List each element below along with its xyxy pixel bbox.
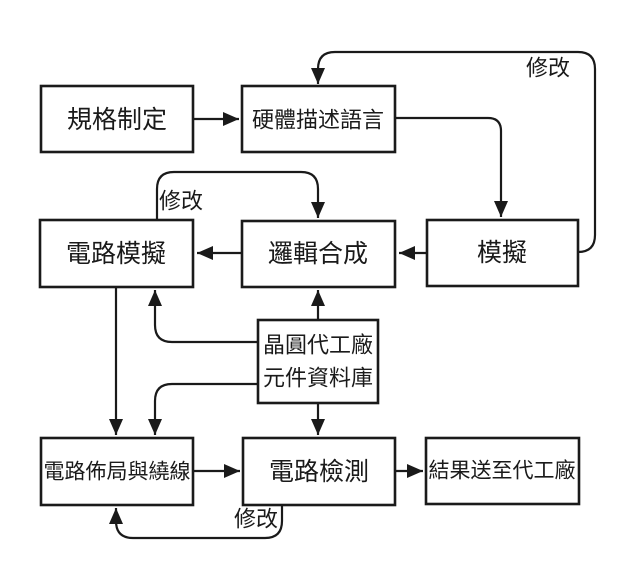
node-circuit-sim: 電路模擬 bbox=[38, 218, 195, 289]
node-result-box bbox=[424, 436, 581, 506]
node-logic-synth-label: 邏輯合成 bbox=[268, 240, 368, 268]
node-layout: 電路佈局與繞線 bbox=[39, 436, 195, 507]
node-hdl-label: 硬體描述語言 bbox=[252, 108, 384, 133]
node-check: 電路檢測 bbox=[241, 436, 397, 507]
edge-circuit-sim-modify-logic-synth bbox=[155, 170, 325, 219]
node-foundry-db: 晶圓代工廠 元件資料庫 bbox=[256, 318, 380, 405]
node-logic-synth: 邏輯合成 bbox=[240, 219, 397, 289]
node-layout-box bbox=[39, 436, 195, 507]
node-check-label: 電路檢測 bbox=[269, 458, 369, 486]
node-result: 結果送至代工廠 bbox=[424, 436, 581, 506]
node-logic-synth-box bbox=[240, 219, 397, 289]
node-layout-label: 電路佈局與繞線 bbox=[44, 461, 191, 484]
node-circuit-sim-label: 電路模擬 bbox=[66, 240, 166, 268]
node-spec: 規格制定 bbox=[39, 84, 195, 154]
node-spec-box bbox=[39, 84, 195, 154]
edge-sim-modify-hdl bbox=[311, 50, 597, 254]
node-hdl-box bbox=[240, 84, 397, 154]
node-spec-label: 規格制定 bbox=[67, 106, 167, 134]
edges bbox=[109, 50, 597, 540]
node-check-box bbox=[241, 436, 397, 507]
node-sim-box bbox=[425, 218, 580, 288]
edge-foundry-db-to-layout bbox=[148, 382, 258, 435]
edge-label-modify-top: 修改 bbox=[526, 56, 570, 81]
node-foundry-db-box bbox=[256, 318, 380, 405]
node-sim: 模擬 bbox=[425, 218, 580, 288]
edge-hdl-to-sim bbox=[395, 116, 508, 217]
node-circuit-sim-box bbox=[38, 218, 195, 289]
edge-label-modify-bottom: 修改 bbox=[234, 507, 278, 532]
node-sim-label: 模擬 bbox=[477, 239, 527, 267]
node-hdl: 硬體描述語言 bbox=[240, 84, 397, 154]
edge-check-modify-layout bbox=[109, 505, 284, 540]
edge-label-modify-middle: 修改 bbox=[159, 189, 203, 214]
node-result-label: 結果送至代工廠 bbox=[429, 460, 576, 483]
node-foundry-db-label-line1: 晶圓代工廠 bbox=[263, 333, 373, 358]
node-foundry-db-label-line2: 元件資料庫 bbox=[263, 366, 373, 391]
edge-foundry-db-to-circuit-sim bbox=[148, 290, 258, 344]
